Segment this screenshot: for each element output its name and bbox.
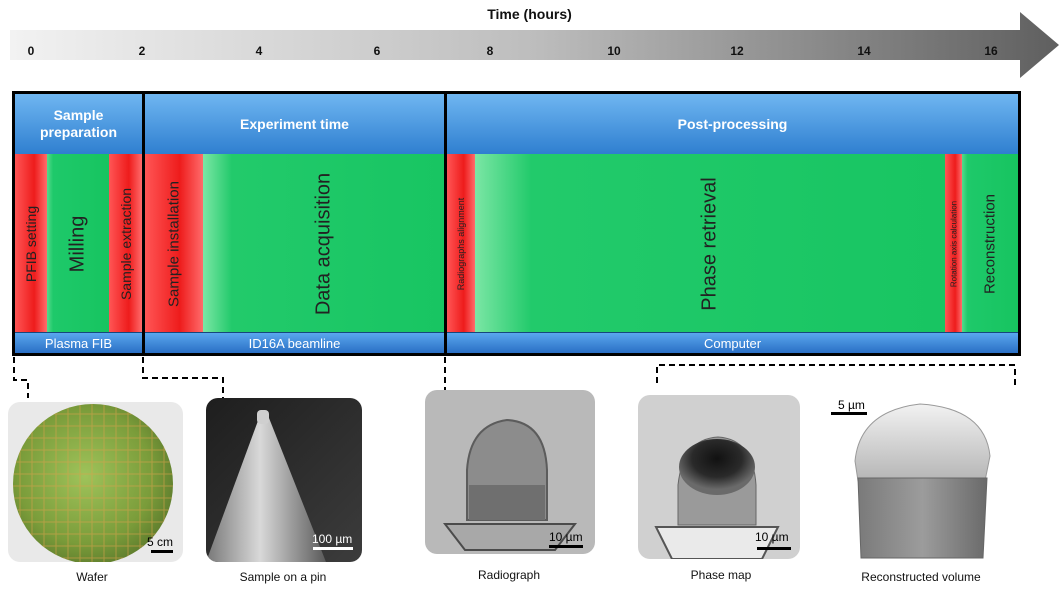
wafer-caption: Wafer	[76, 570, 108, 584]
section-footer: Plasma FIB	[15, 332, 142, 353]
section-experiment-time: Experiment time Sample installation Data…	[142, 91, 447, 356]
section-title: Experiment time	[145, 94, 444, 154]
wafer-photo	[8, 402, 183, 562]
step-milling: Milling	[47, 154, 109, 333]
step-phase-retrieval: Phase retrieval	[475, 154, 945, 333]
section-title: Post-processing	[447, 94, 1018, 154]
section-post-processing: Post-processing Radiographs alignment Ph…	[444, 91, 1021, 356]
section-footer: Computer	[447, 332, 1018, 353]
step-rotation-axis-calculation: Rotation axis calculation	[945, 154, 962, 333]
wafer-scalebar	[151, 550, 173, 553]
pin-scale-label: 100 µm	[312, 532, 353, 546]
radiograph-photo	[425, 390, 595, 554]
section-title: Sample preparation	[15, 94, 142, 154]
tick-8: 8	[486, 44, 494, 58]
pin-scalebar	[313, 547, 353, 550]
radiograph-scalebar	[549, 545, 583, 548]
tick-2: 2	[138, 44, 146, 58]
radiograph-caption: Radiograph	[477, 568, 541, 582]
tick-10: 10	[607, 44, 621, 58]
step-data-acquisition: Data acquisition	[203, 154, 444, 333]
radiograph-scale-label: 10 µm	[549, 530, 583, 544]
step-pfib-setting: PFIB setting	[15, 154, 47, 333]
volume-caption: Reconstructed volume	[861, 570, 981, 584]
tick-0: 0	[27, 44, 35, 58]
tick-6: 6	[373, 44, 381, 58]
pin-caption: Sample on a pin	[239, 570, 327, 584]
phase-map-photo	[638, 395, 800, 559]
timeline-title: Time (hours)	[487, 6, 572, 22]
step-sample-installation: Sample installation	[145, 154, 203, 333]
tick-4: 4	[255, 44, 263, 58]
timeline-arrow	[10, 12, 1059, 78]
step-radiographs-alignment: Radiographs alignment	[447, 154, 475, 333]
wafer-scale-label: 5 cm	[147, 535, 174, 549]
volume-render	[825, 386, 1021, 566]
volume-scale-label: 5 µm	[838, 398, 865, 412]
tick-16: 16	[984, 44, 998, 58]
tick-12: 12	[730, 44, 744, 58]
volume-scalebar	[831, 412, 867, 415]
tick-14: 14	[857, 44, 871, 58]
step-sample-extraction: Sample extraction	[109, 154, 142, 333]
pin-photo	[206, 398, 362, 562]
phase-map-scale-label: 10 µm	[755, 530, 789, 544]
phase-map-caption: Phase map	[690, 568, 752, 582]
phase-map-scalebar	[757, 547, 791, 550]
step-reconstruction: Reconstruction	[962, 154, 1018, 333]
section-footer: ID16A beamline	[145, 332, 444, 353]
